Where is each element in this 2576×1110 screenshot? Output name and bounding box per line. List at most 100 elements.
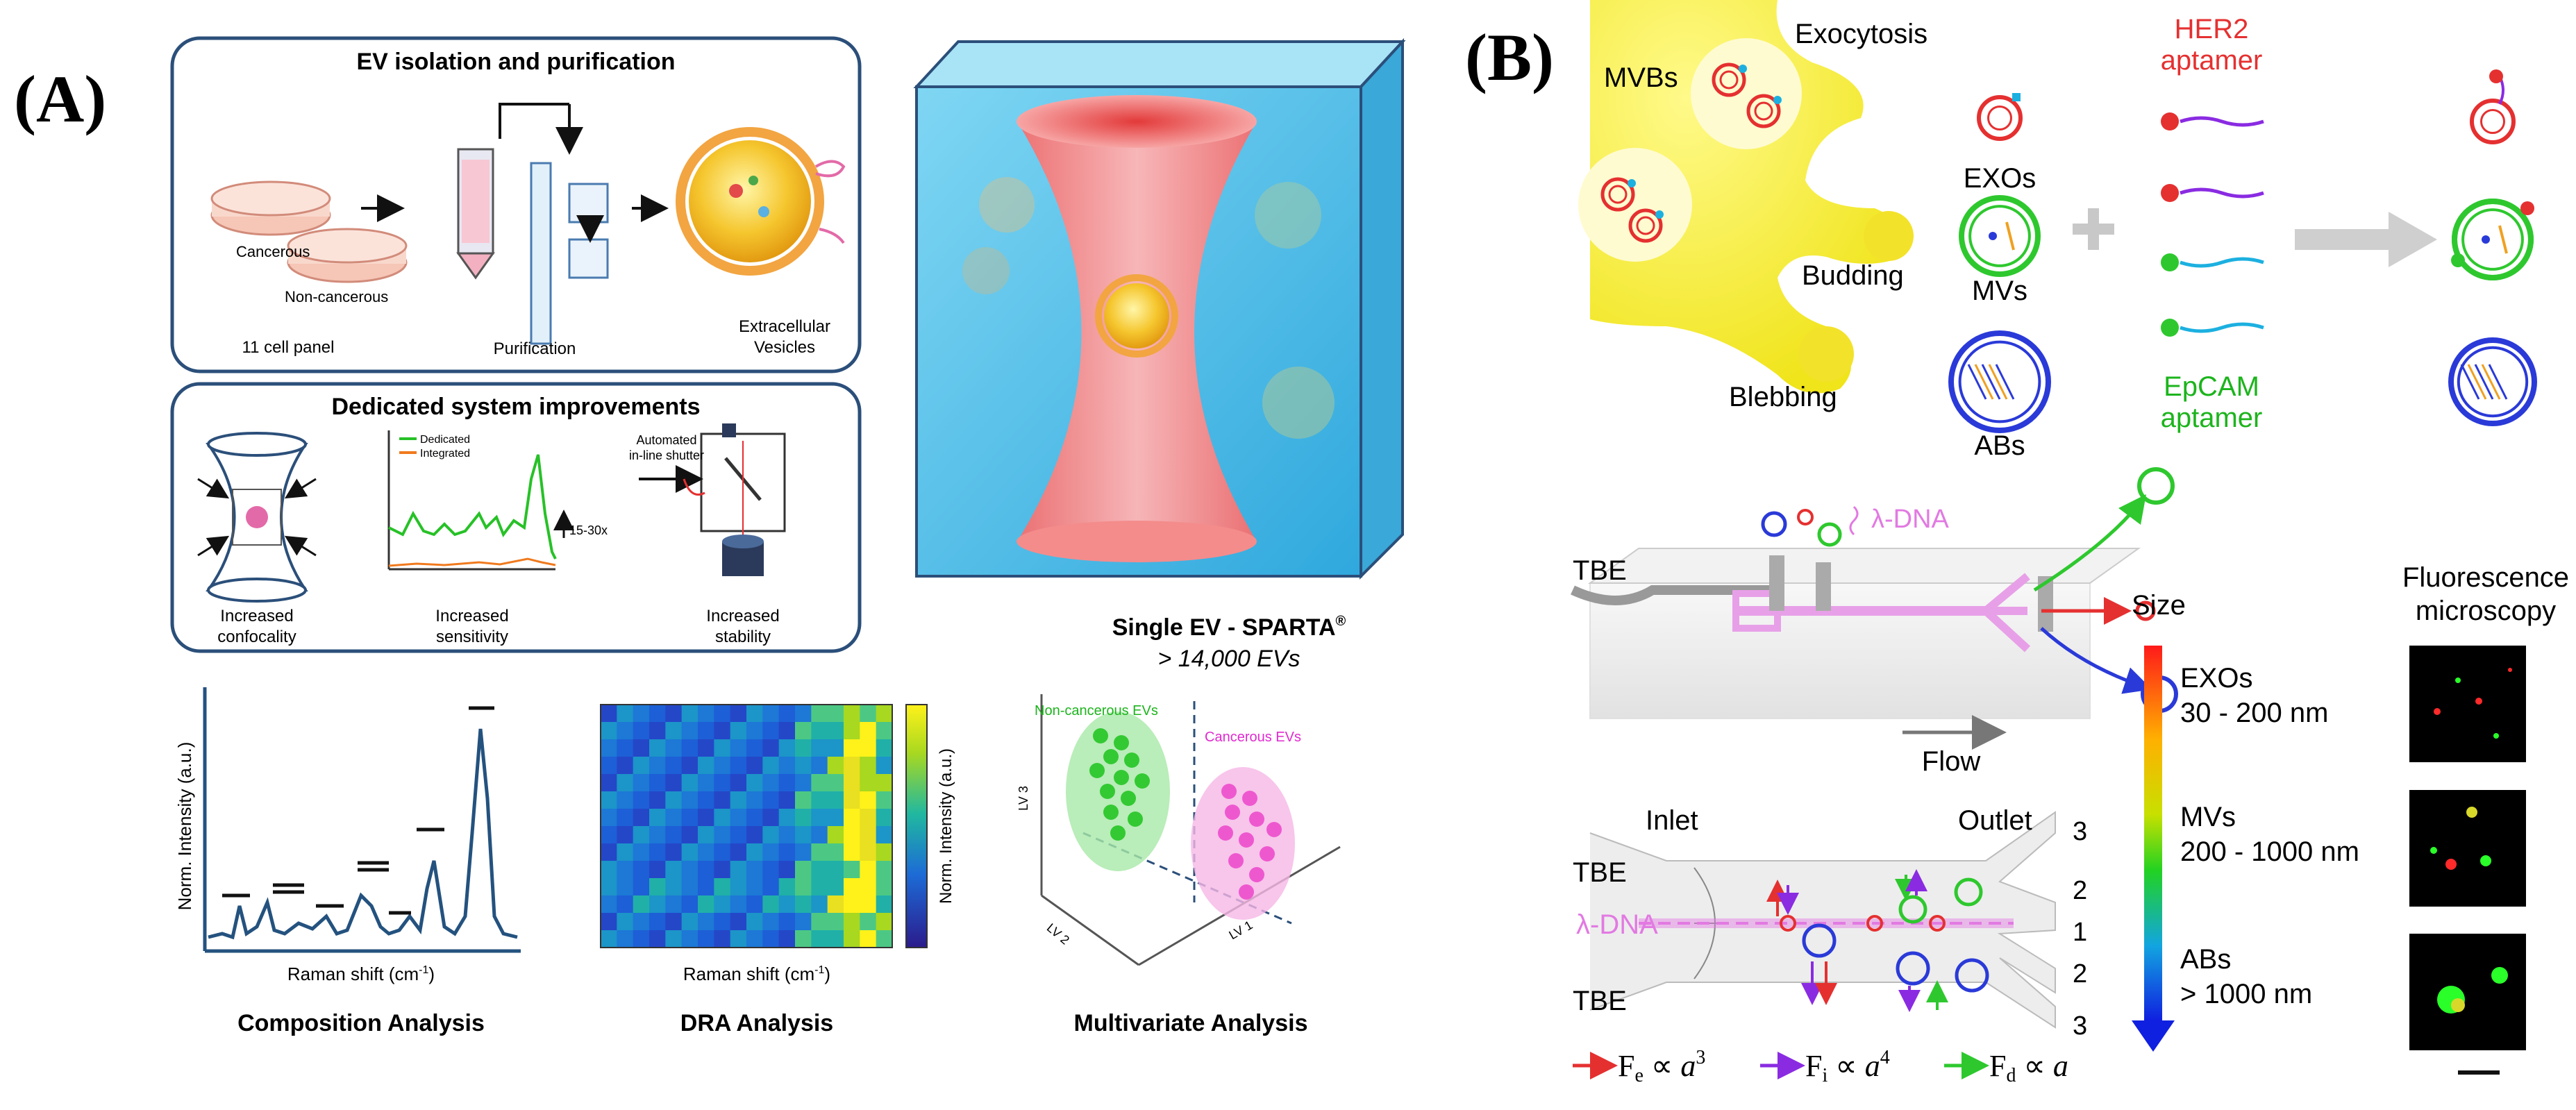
system-improvements-box: Dedicated system improvements Increased … [170, 382, 862, 653]
scatter-point-noncancerous [1114, 770, 1129, 785]
blebbing-label: Blebbing [1729, 382, 1837, 412]
heatmap-cell [860, 809, 877, 827]
heatmap-cell [698, 774, 714, 792]
epcam-label-2: aptamer [2161, 403, 2263, 433]
mvbs-label: MVBs [1604, 62, 1678, 93]
sensitivity-spectrum: Dedicated Integrated 15-30x [387, 430, 608, 571]
heatmap-cell [730, 757, 747, 775]
heatmap-cell [795, 722, 812, 740]
heatmap-cell [649, 913, 666, 931]
heatmap-cell [633, 705, 650, 723]
heatmap-cell [844, 861, 860, 879]
multivariate-points [1089, 728, 1282, 900]
heatmap-cell [601, 861, 617, 879]
heatmap-cell [778, 809, 796, 827]
mvb-exosomes [1600, 62, 1782, 243]
heatmap-cell [827, 861, 844, 879]
heatmap-cell [698, 826, 714, 844]
syringe-column-icon [456, 103, 609, 345]
force-e: Fe ∝ a3 [1618, 1047, 1705, 1086]
dna-strand [2460, 364, 2480, 400]
heatmap-cell [617, 878, 634, 896]
dye-dot [2520, 201, 2534, 215]
heatmap-cell [649, 705, 666, 723]
size-title: Size [2132, 590, 2186, 621]
force-d: Fd ∝ a [1989, 1049, 2068, 1086]
petri-dish-icon [210, 180, 408, 283]
heatmap-cell [876, 774, 893, 792]
heatmap-cell [617, 913, 634, 931]
cancerous-label: Cancerous [236, 243, 310, 260]
heatmap-cell [649, 791, 666, 809]
heatmap-cell [827, 895, 844, 914]
heatmap-cell [649, 757, 666, 775]
heatmap-cell [746, 722, 763, 740]
mvs-size-range: 200 - 1000 nm [2180, 836, 2359, 867]
shutter-label-1: Automated [636, 433, 696, 447]
heatmap-cell [762, 843, 780, 861]
dye-dot [2489, 69, 2503, 83]
heatmap-cell [649, 895, 666, 914]
heatmap-cell [844, 826, 860, 844]
panel-a-label: (A) [14, 62, 106, 136]
heatmap-cell [876, 722, 893, 740]
tbe-chip-label: TBE [1573, 555, 1627, 586]
extracellular-label-2: Vesicles [754, 338, 815, 357]
heatmap-cell [681, 861, 699, 879]
heatmap-cell [730, 895, 747, 914]
heatmap-cell [778, 739, 796, 757]
heatmap-cell [665, 791, 683, 809]
exosome-core [1636, 216, 1655, 235]
heatmap-cell [698, 705, 714, 723]
heatmap-cell [795, 861, 812, 879]
heatmap-cell [665, 861, 683, 879]
heatmap-frame [600, 704, 893, 948]
heatmap-cell [844, 739, 860, 757]
heatmap-cell [617, 861, 634, 879]
heatmap-cell [730, 878, 747, 896]
sensitivity-label-2: sensitivity [436, 628, 508, 646]
heatmap-cell [633, 774, 650, 792]
outlet-number: 3 [2073, 817, 2087, 846]
heatmap-cell [844, 843, 860, 861]
scatter-point-cancerous [1249, 867, 1264, 882]
fold-label: 15-30x [569, 523, 608, 537]
heatmap-cell [617, 895, 634, 914]
heatmap-cell [665, 895, 683, 914]
yellow-cell [1578, 0, 1914, 394]
heatmap-cell [795, 791, 812, 809]
heatmap-cell [649, 739, 666, 757]
heatmap-cell [698, 809, 714, 827]
ab-core [2457, 346, 2529, 418]
heatmap-cell [876, 739, 893, 757]
heatmap-cell [827, 705, 844, 723]
composition-spectrum [203, 687, 521, 953]
heatmap-cell [617, 739, 634, 757]
shutter-icon [639, 423, 786, 576]
lambda-dna-channel-label: λ-DNA [1576, 909, 1658, 940]
heatmap-cell [681, 705, 699, 723]
heatmap-cell [844, 757, 860, 775]
sensitivity-label-1: Increased [435, 607, 508, 625]
heatmap-cell [681, 809, 699, 827]
heatmap-cell [649, 930, 666, 948]
scatter-point-noncancerous [1121, 791, 1136, 806]
scatter-point-cancerous [1221, 784, 1237, 799]
heatmap-cell [714, 843, 731, 861]
heatmap-cell [811, 878, 828, 896]
heatmap-cell [876, 930, 893, 948]
heatmap-cell [762, 722, 780, 740]
heatmap-cell [844, 705, 860, 723]
aptamer-icons [2161, 112, 2264, 337]
heatmap-cell [633, 843, 650, 861]
heatmap-cell [730, 930, 747, 948]
heatmap-cell [681, 930, 699, 948]
scatter-point-cancerous [1239, 832, 1254, 848]
exosome-icon [1712, 62, 1746, 97]
heatmap-cell [746, 826, 763, 844]
heatmap-cell [778, 861, 796, 879]
her2-label-1: HER2 [2175, 14, 2249, 44]
noncancer-label: Non-cancerous EVs [1035, 703, 1158, 718]
outlet-number: 3 [2073, 1011, 2087, 1041]
